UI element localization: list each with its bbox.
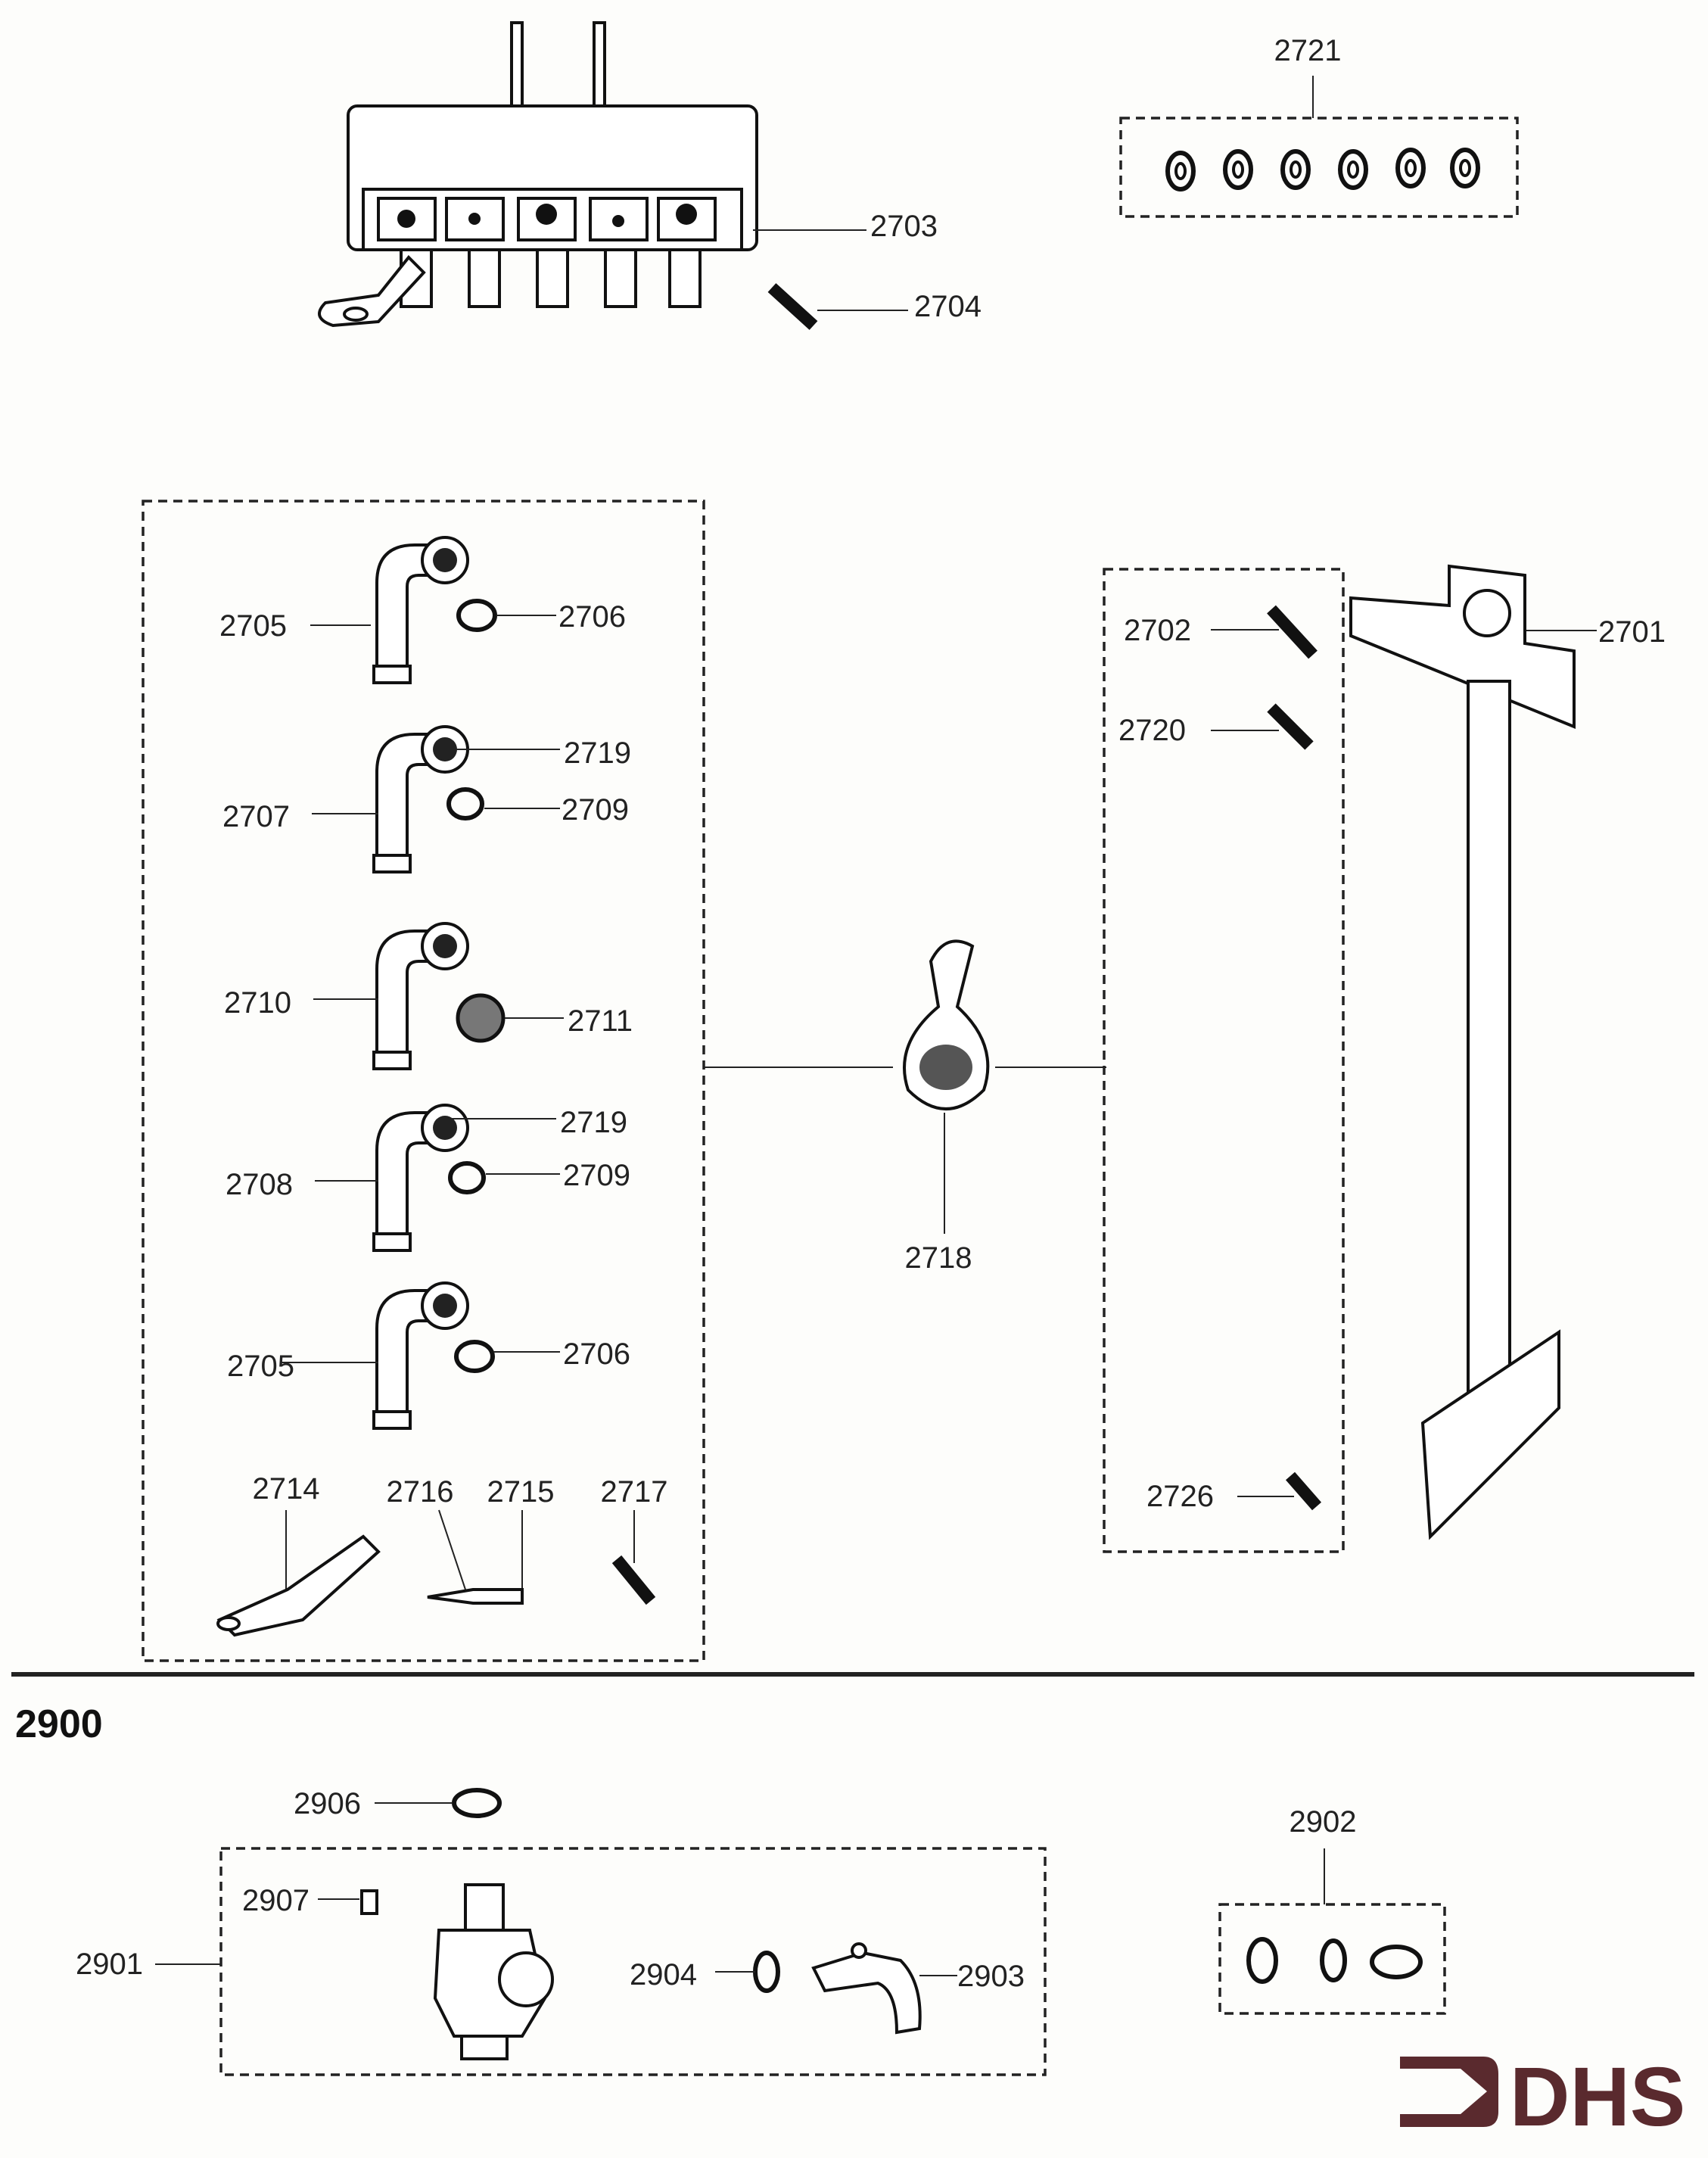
callout-label: 2714: [253, 1472, 320, 1506]
elbow-pipe-2903: [811, 1942, 922, 2035]
o-ring-2709: [446, 787, 484, 821]
callout-label: 2718: [905, 1241, 972, 1275]
valve-body-2901: [433, 1883, 554, 2060]
leader-lines-right: [1211, 629, 1597, 1497]
fixing-bag-2718: [903, 939, 990, 1110]
section-divider: [11, 1672, 1694, 1677]
o-ring-2904: [753, 1951, 780, 1993]
kit-box-2902: [1218, 1903, 1446, 2015]
callout-label: 2717: [601, 1475, 668, 1509]
filter-2711: [456, 993, 506, 1043]
callout-label: 2720: [1118, 714, 1186, 747]
bracket-2714: [216, 1534, 381, 1637]
callout-label: 2710: [224, 986, 291, 1020]
callout-label: 2703: [870, 210, 938, 243]
callout-label: 2726: [1146, 1480, 1214, 1513]
callout-label: 2719: [560, 1106, 627, 1139]
callout-label: 2721: [1274, 34, 1342, 67]
o-ring-2706: [454, 1340, 495, 1373]
screw-2720: [1267, 703, 1314, 750]
callout-label: 2702: [1124, 614, 1191, 647]
callout-label: 2904: [630, 1958, 697, 1991]
callout-label: 2706: [558, 600, 626, 634]
o-ring-2902: [1320, 1938, 1347, 1982]
logo-text: DHS: [1510, 2051, 1685, 2144]
o-ring-2902: [1246, 1937, 1278, 1984]
o-ring-set-2721: [1165, 148, 1480, 192]
screw-2717: [611, 1555, 656, 1605]
pin-2716-2715: [427, 1588, 524, 1605]
kit-box-screws: [1103, 568, 1345, 1553]
callout-labels: 2721 2703 2704 2705 2706 2719 2707 2709 …: [76, 34, 1666, 1993]
elbow-2707: [372, 725, 469, 873]
callout-label: 2709: [562, 793, 629, 827]
callout-label: 2903: [957, 1960, 1025, 1993]
callout-label: 2906: [294, 1787, 361, 1820]
o-ring-2902: [1370, 1945, 1423, 1979]
leader-lines-left: [282, 615, 635, 1597]
callout-label: 2707: [222, 800, 290, 833]
callout-label: 2708: [226, 1168, 293, 1201]
callout-label: 2902: [1290, 1805, 1357, 1839]
wall-bracket-2701: [1349, 564, 1576, 1540]
section-title: 2900: [15, 1702, 103, 1746]
o-ring-2706: [456, 599, 497, 632]
callout-label: 2716: [387, 1475, 454, 1509]
callout-label: 2701: [1598, 615, 1666, 649]
callout-label: 2705: [219, 609, 287, 643]
callout-label: 2901: [76, 1948, 143, 1981]
callout-label: 2719: [564, 736, 631, 770]
o-ring-2709: [448, 1161, 486, 1194]
kit-box-2721: [1119, 117, 1519, 218]
screw-2907: [360, 1889, 378, 1915]
elbow-2705-bottom: [372, 1281, 469, 1430]
elbow-2705-top: [372, 536, 469, 684]
elbow-2710: [372, 922, 469, 1070]
callout-label: 2705: [227, 1350, 294, 1383]
elbow-2708: [372, 1104, 469, 1252]
bracket-hole: [216, 1616, 241, 1631]
callout-label: 2704: [914, 290, 982, 323]
screw-2704: [767, 283, 818, 330]
callout-label: 2706: [563, 1337, 630, 1371]
screw-2702: [1267, 605, 1318, 659]
manifold-block-2703: [318, 21, 758, 328]
callout-label: 2709: [563, 1159, 630, 1192]
dhs-logo: DHS: [1400, 2051, 1685, 2144]
kit-box-elbows: [142, 500, 705, 1662]
o-ring-2906: [452, 1788, 502, 1818]
screw-2726: [1285, 1471, 1322, 1511]
callout-label: 2907: [242, 1884, 310, 1917]
kit-box-2901: [219, 1847, 1047, 2076]
callout-label: 2715: [487, 1475, 555, 1509]
callout-label: 2711: [568, 1004, 633, 1038]
